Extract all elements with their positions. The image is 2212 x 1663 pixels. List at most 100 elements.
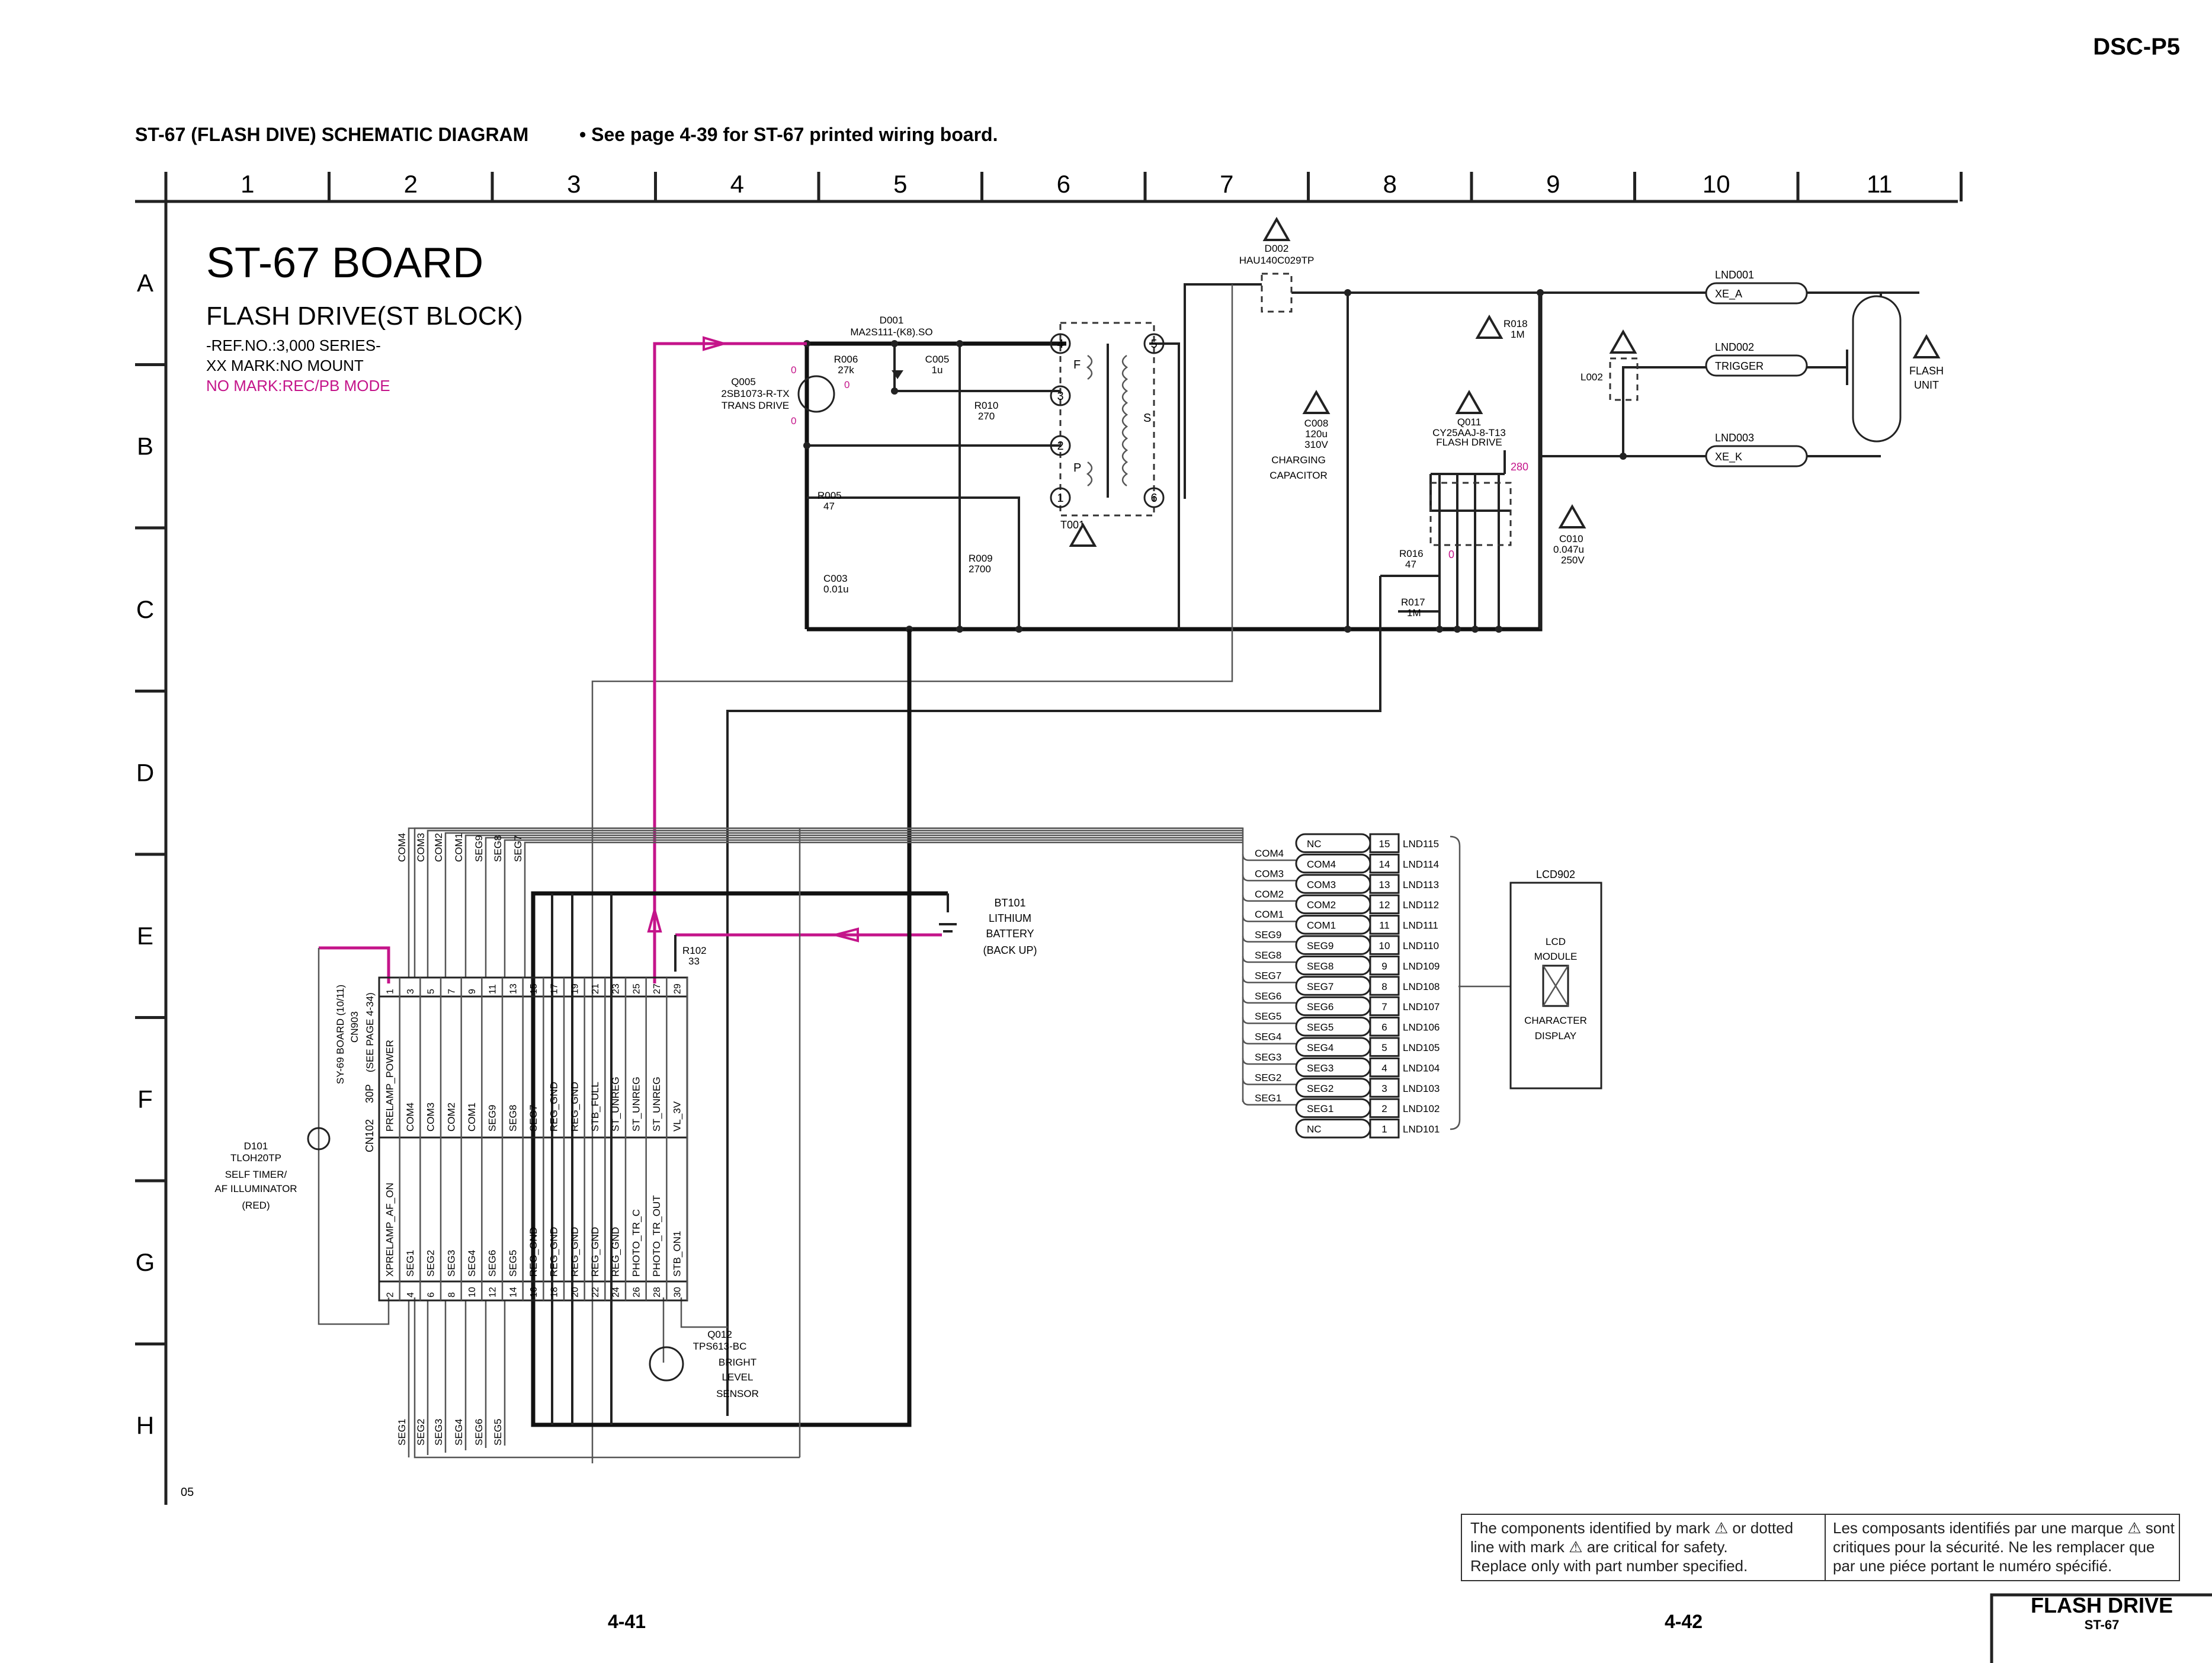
column-label: 8 — [1383, 170, 1397, 198]
r016-value: 47 — [1405, 559, 1416, 570]
cn102-top-pin-number: 9 — [467, 989, 477, 994]
lcd-row-pin-box — [1369, 996, 1400, 1017]
secondary-bus — [1149, 342, 1180, 629]
bus-bottom-label: SEG5 — [492, 1419, 504, 1446]
t001-f: F — [1073, 358, 1081, 371]
cn102-top-signal: STB_FULL — [589, 1082, 601, 1132]
q005-part: 2SB1073-R-TX — [721, 388, 789, 399]
corner-code: 05 — [181, 1486, 194, 1499]
d002-outline — [1261, 273, 1293, 313]
board-ref-no: -REF.NO.:3,000 SERIES- — [206, 337, 381, 354]
r016-ref: R016 — [1399, 548, 1424, 559]
column-label: 9 — [1546, 170, 1560, 198]
row-label: A — [137, 269, 153, 297]
safety-note-divider — [1825, 1515, 1826, 1580]
lcd-row-pin-box — [1369, 894, 1400, 915]
c003-ref: C003 — [823, 573, 848, 584]
lcd-row-lnd: LND113 — [1403, 879, 1439, 890]
cn102-bottom-pin-number: 10 — [467, 1287, 477, 1297]
lcd-row-pin: 4 — [1381, 1062, 1387, 1074]
q012-line1: BRIGHT — [719, 1357, 756, 1368]
t001-pin-2: 2 — [1057, 440, 1063, 453]
lcd-bus-line — [1242, 996, 1296, 1004]
lcd-row-name: SEG2 — [1307, 1083, 1333, 1094]
lcd-bus-line — [1242, 976, 1296, 983]
lnd001-pad — [1705, 282, 1808, 305]
bt101-line2: BATTERY — [986, 928, 1034, 940]
section-title: FLASH DRIVE — [2031, 1593, 2173, 1617]
lnd002-pad — [1705, 354, 1808, 377]
lcd-row-lnd: LND112 — [1403, 899, 1439, 911]
q005-ref: Q005 — [731, 376, 756, 387]
bus-bottom-label: SEG6 — [473, 1419, 485, 1446]
lcd-row-pin-box — [1369, 1057, 1400, 1078]
cn102-top-signal: ST_UNREG — [610, 1076, 621, 1132]
lcd-row-pin-box — [1369, 1037, 1400, 1057]
lcd-bus-line — [1242, 915, 1296, 922]
lnd001-ref: LND001 — [1715, 269, 1754, 281]
q012-phototransistor — [649, 1346, 684, 1382]
cn102-bottom-pin-number: 8 — [447, 1292, 457, 1297]
cn102-bottom-pin-number: 16 — [529, 1287, 539, 1297]
cn102-bottom-pin-number: 12 — [488, 1287, 498, 1297]
lcd-row-name: SEG4 — [1307, 1042, 1333, 1053]
lcd902-line4: DISPLAY — [1535, 1030, 1577, 1042]
c008-desc2: CAPACITOR — [1270, 470, 1328, 481]
safety-note-fr-3: par une piéce portant le numéro spécifié… — [1833, 1557, 2112, 1575]
column-label: 3 — [567, 170, 581, 198]
t001-coil-secondary — [1121, 354, 1129, 487]
t001-coil-primary — [1086, 354, 1093, 487]
row-label: E — [137, 922, 153, 950]
r006-ref: R006 — [834, 354, 858, 365]
bus-bottom-label: SEG3 — [433, 1419, 444, 1446]
lcd-row-lnd: LND108 — [1403, 981, 1440, 992]
cn102-bottom-pin-number: 14 — [508, 1287, 518, 1297]
lcd-bus-line — [1242, 895, 1296, 902]
lcd-row-pin: 13 — [1379, 879, 1390, 890]
cn102-bottom-pin-number: 26 — [631, 1287, 642, 1297]
cn102-top-pin-number: 23 — [611, 983, 621, 994]
column-label: 6 — [1057, 170, 1070, 198]
lcd-row-pin: 7 — [1381, 1001, 1387, 1012]
cn102-cn-ref: CN903 — [349, 1011, 360, 1043]
cn102-bottom-pin-number: 24 — [611, 1287, 621, 1297]
c005-value: 1u — [932, 364, 943, 376]
lnd003-pad — [1705, 445, 1808, 467]
lcd-row-pin: 2 — [1381, 1103, 1387, 1114]
lcd-bus-line — [1242, 854, 1296, 861]
d101-part: TLOH20TP — [230, 1152, 281, 1164]
cn102-top-signal: SEG9 — [487, 1105, 498, 1132]
safety-note-fr-1: Les composants identifiés par une marque… — [1833, 1519, 2175, 1537]
lcd-bus-labels: COM4COM3COM2COM1SEG9SEG8SEG7SEG6SEG5SEG4… — [1242, 848, 1296, 1106]
safety-note-fr: Les composants identifiés par une marque… — [1833, 1518, 2176, 1575]
reg-gnd-drops — [551, 893, 613, 1425]
r010-value: 270 — [978, 411, 995, 422]
cn102-top-signal: VL_3V — [672, 1101, 683, 1132]
q011-part: CY25AAJ-8-T13 — [1432, 427, 1506, 438]
lcd-row-lnd: LND105 — [1403, 1042, 1440, 1053]
safety-note-box: The components identified by mark ⚠ or d… — [1461, 1514, 2180, 1581]
charge-arrow-1 — [703, 336, 729, 351]
q012-ref: Q012 — [707, 1329, 732, 1340]
d101-led — [307, 1127, 331, 1151]
c008-ref: C008 — [1304, 418, 1329, 429]
safety-note-en-3: Replace only with part number specified. — [1470, 1557, 1748, 1575]
safety-note-en-2: line with mark ⚠ are critical for safety… — [1470, 1538, 1728, 1556]
cn102-top-signal: REG_GND — [549, 1082, 560, 1132]
lcd-row-lnd: LND111 — [1403, 920, 1438, 931]
cn102-top-pin-number: 21 — [591, 983, 601, 994]
cn102-top-signal: COM4 — [405, 1103, 416, 1132]
t001-ref: T001 — [1060, 519, 1085, 531]
lcd-row-lnd: LND109 — [1403, 960, 1440, 972]
lcd902-line3: CHARACTER — [1524, 1015, 1587, 1026]
cn102-top-signal: PRELAMP_POWER — [384, 1040, 395, 1132]
c008-voltage: 310V — [1304, 439, 1328, 450]
lcd-row-pin: 15 — [1379, 838, 1390, 850]
board-block: FLASH DRIVE(ST BLOCK) — [206, 302, 523, 331]
lcd902-symbol-x2 — [1542, 965, 1569, 1007]
cn102-bottom-signal: SEG4 — [466, 1250, 477, 1277]
lcd-bus-line — [1242, 1058, 1296, 1065]
lcd-row-lnd: LND106 — [1403, 1022, 1440, 1033]
model-name: DSC-P5 — [2093, 34, 2180, 60]
